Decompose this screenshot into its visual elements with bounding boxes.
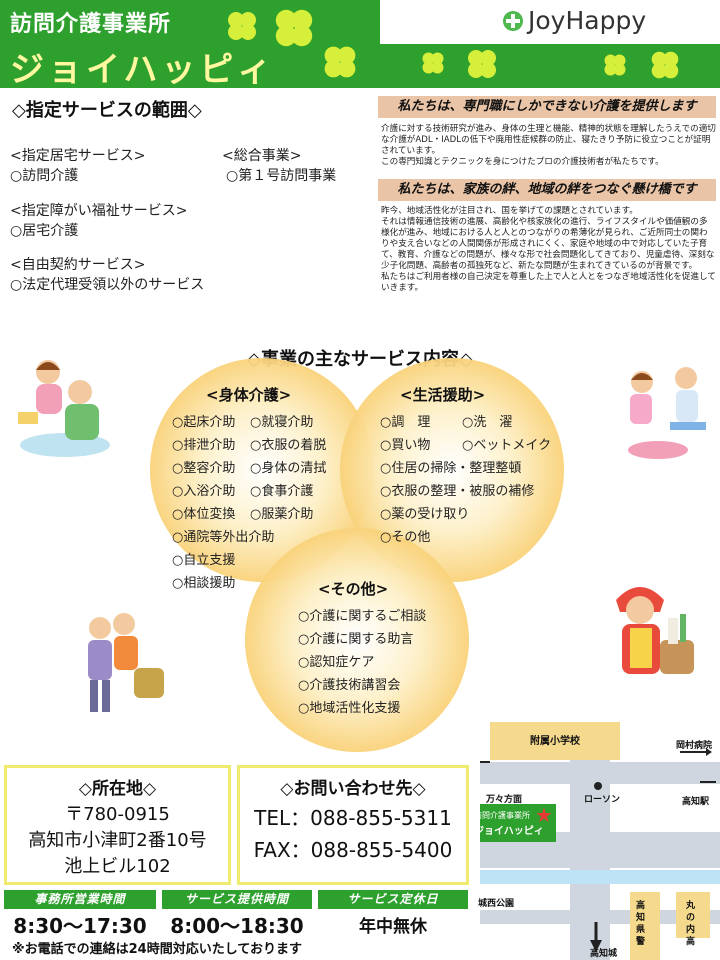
scope-home-care: <指定居宅サービス> xyxy=(10,148,146,164)
map-manbu-label: 万々方面 xyxy=(486,795,523,805)
address-box: ◇所在地◇ 〒780-0915 高知市小津町2番10号 池上ビル102 xyxy=(4,765,231,885)
service-item: ○相談援助 xyxy=(172,576,236,591)
police-block xyxy=(630,892,660,960)
address-line-2: 池上ビル102 xyxy=(64,856,171,877)
service-item: ○その他 xyxy=(380,530,431,545)
header-logo-area xyxy=(380,0,720,44)
header-green-band xyxy=(0,0,380,88)
logo-text: JoyHappy xyxy=(528,6,647,35)
contact-title: ◇お問い合わせ先◇ xyxy=(280,779,426,799)
mission-paragraph-2: 昨今、地域活性化が注目され、国を挙げての課題とされています。 それは情報通信技術… xyxy=(381,206,716,293)
scope-general-item: ○第１号訪問事業 xyxy=(226,168,337,184)
office-hours-value: 8:30〜17:30 xyxy=(13,914,147,938)
map-lawson-label: ローソン xyxy=(584,795,621,805)
service-item: ○体位変換 xyxy=(172,507,236,522)
scope-disability-item: ○居宅介護 xyxy=(10,223,79,239)
map-police-label: 高知県警 xyxy=(636,901,646,947)
plus-leaf-icon xyxy=(503,10,523,31)
map-park-label: 城西公園 xyxy=(478,899,515,909)
fax-number: FAX：088-855-5400 xyxy=(253,838,453,862)
mission-banner-1: 私たちは、専門職にしかできない介護を提供します xyxy=(378,96,716,118)
brand-name: ジョイハッピィ xyxy=(10,50,276,90)
scope-free: <自由契約サービス> xyxy=(10,257,146,273)
bathing-illustration xyxy=(628,367,706,459)
arrow-right-icon xyxy=(706,748,712,756)
map-kochi-label: 高知駅 xyxy=(682,797,710,807)
marunouchi-block xyxy=(676,892,710,938)
service-item: ○通院等外出介助 xyxy=(172,530,275,545)
clover-icon xyxy=(324,46,356,78)
service-item: ○就寝介助 xyxy=(250,415,314,430)
shopping-illustration xyxy=(616,587,694,674)
clover-icon xyxy=(228,12,256,40)
map-marunouchi-label: 丸の内高 xyxy=(686,901,696,947)
scope-general: <総合事業> xyxy=(222,148,302,164)
map-castle-label: 高知城 xyxy=(590,949,618,959)
walking-assist-illustration xyxy=(88,613,164,712)
address-title: ◇所在地◇ xyxy=(78,779,157,799)
org-type: 訪問介護事業所 xyxy=(10,12,172,37)
service-item: ○ベットメイク xyxy=(462,438,552,453)
header: 訪問介護事業所 ジョイハッピィ JoyHappy xyxy=(0,0,720,90)
clover-icon xyxy=(651,51,679,79)
service-item: ○介護に関する助言 xyxy=(298,632,414,647)
scope-free-item: ○法定代理受領以外のサービス xyxy=(10,277,205,293)
service-item: ○介護技術講習会 xyxy=(298,678,401,693)
service-item: ○整容介助 xyxy=(172,461,236,476)
service-item: ○入浴介助 xyxy=(172,484,236,499)
school-block xyxy=(490,722,620,760)
scope-home-care-item: ○訪問介護 xyxy=(10,168,79,184)
holiday-label: サービス定休日 xyxy=(318,890,468,909)
service-item: ○身体の清拭 xyxy=(250,461,327,476)
holiday-value: 年中無休 xyxy=(359,917,427,937)
service-item: ○起床介助 xyxy=(172,415,236,430)
location-map: ★ xyxy=(480,722,720,960)
mission-banner-2: 私たちは、家族の絆、地域の絆をつなぐ懸け橋です xyxy=(378,179,716,201)
office-marker-box xyxy=(480,804,556,842)
service-item: ○介護に関するご相談 xyxy=(298,609,427,624)
service-item: ○買い物 xyxy=(380,438,431,453)
star-icon: ★ xyxy=(535,803,553,827)
clover-icon xyxy=(422,52,444,74)
service-item: ○自立支援 xyxy=(172,553,236,568)
lawson-dot xyxy=(594,782,602,790)
address-line-1: 高知市小津町2番10号 xyxy=(28,830,207,851)
map-office-label-2: ジョイハッピィ xyxy=(474,826,544,837)
service-item: ○洗 濯 xyxy=(462,415,513,430)
service-item: ○薬の受け取り xyxy=(380,507,470,522)
phone-note: ※お電話での連絡は24時間対応いたしております xyxy=(12,942,302,957)
life-support-title: <生活援助> xyxy=(400,386,486,404)
phone-number[interactable]: TEL：088-855-5311 xyxy=(254,806,452,830)
arrow-down-icon xyxy=(590,940,602,952)
service-item: ○調 理 xyxy=(380,415,431,430)
other-services-title: <その他> xyxy=(318,580,389,598)
service-item: ○衣服の整理・被服の補修 xyxy=(380,484,535,499)
mission-paragraph-1: 介護に対する技術研究が進み、身体の生理と機能、精神的状態を理解したうえでの適切な… xyxy=(381,124,716,167)
scope-disability: <指定障がい福祉サービス> xyxy=(10,203,188,219)
service-item: ○食事介護 xyxy=(250,484,314,499)
clover-icon xyxy=(468,50,496,78)
postal-code: 〒780-0915 xyxy=(65,804,170,825)
logo: JoyHappy xyxy=(502,6,646,35)
service-item: ○排泄介助 xyxy=(172,438,236,453)
scope-title: ◇指定サービスの範囲◇ xyxy=(12,100,202,121)
map-hospital-label: 岡村病院 xyxy=(676,741,713,751)
service-item: ○住居の掃除・整理整頓 xyxy=(380,461,522,476)
physical-care-title: <身体介護> xyxy=(206,386,292,404)
map-office-label-1: 訪問介護事業所 xyxy=(474,811,530,820)
service-hours-label: サービス提供時間 xyxy=(162,890,312,909)
caregiver-illustration xyxy=(18,360,110,457)
clover-icon xyxy=(604,54,626,76)
service-item: ○認知症ケア xyxy=(298,655,375,670)
service-hours-value: 8:00〜18:30 xyxy=(170,914,304,938)
contact-box: ◇お問い合わせ先◇ TEL：088-855-5311 FAX：088-855-5… xyxy=(237,765,469,885)
service-item: ○衣服の着脱 xyxy=(250,438,327,453)
clover-icon xyxy=(275,9,313,47)
map-school-label: 附属小学校 xyxy=(530,736,580,747)
service-item: ○地域活性化支援 xyxy=(298,701,401,716)
service-item: ○服薬介助 xyxy=(250,507,314,522)
office-hours-label: 事務所営業時間 xyxy=(4,890,156,909)
